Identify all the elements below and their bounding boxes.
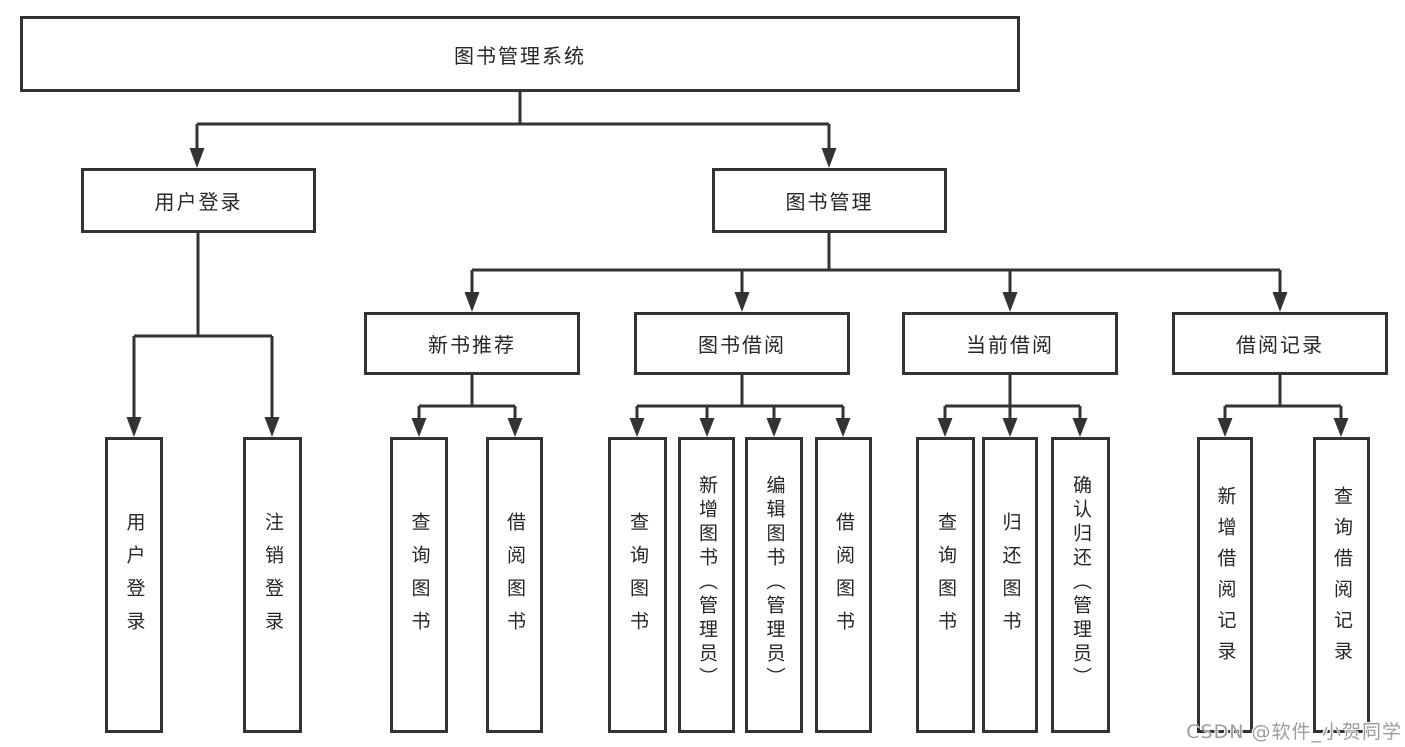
node-new-book-recommend: 新书推荐 [364,312,580,375]
leaf-add-borrow-record: 新增借阅记录 [1197,437,1253,733]
arrowhead [507,418,523,437]
arrowhead [1217,418,1233,437]
leaf-edit-book-admin: 编辑图书（管理员） [745,437,803,733]
node-current-borrow: 当前借阅 [902,312,1118,375]
arrowhead [821,148,837,168]
arrowhead [1002,418,1018,437]
arrowhead [766,418,782,437]
arrowhead [699,418,715,437]
arrowhead [835,418,851,437]
node-book-borrow: 图书借阅 [634,312,850,375]
leaf-logout: 注销登录 [243,437,302,733]
arrowhead [937,418,953,437]
arrowhead [629,418,645,437]
arrowhead [464,292,480,312]
node-user-login: 用户登录 [81,168,316,233]
leaf-borrow-book-newbooks: 借阅图书 [486,437,543,733]
arrowhead [1333,418,1349,437]
arrowhead [189,148,205,168]
node-borrow-records: 借阅记录 [1172,312,1388,375]
leaf-borrow-book: 借阅图书 [815,437,872,733]
arrowhead [1072,418,1088,437]
csdn-watermark: CSDN @软件_小贺同学 [1186,721,1402,743]
arrowhead [734,292,750,312]
leaf-confirm-return-admin: 确认归还（管理员） [1051,437,1110,733]
leaf-return-book: 归还图书 [982,437,1038,733]
leaf-query-book-newbooks: 查询图书 [390,437,448,733]
leaf-add-book-admin: 新增图书（管理员） [678,437,735,733]
arrowhead [126,417,142,437]
arrowhead [1272,292,1288,312]
arrowhead [264,417,280,437]
leaf-query-borrow-record: 查询借阅记录 [1313,437,1370,733]
leaf-query-book-current: 查询图书 [916,437,975,733]
leaf-user-login: 用户登录 [105,437,163,733]
arrowhead [411,418,427,437]
node-book-management: 图书管理 [712,168,947,233]
arrowhead [1002,292,1018,312]
leaf-query-book-borrow: 查询图书 [608,437,667,733]
node-root: 图书管理系统 [20,16,1020,92]
